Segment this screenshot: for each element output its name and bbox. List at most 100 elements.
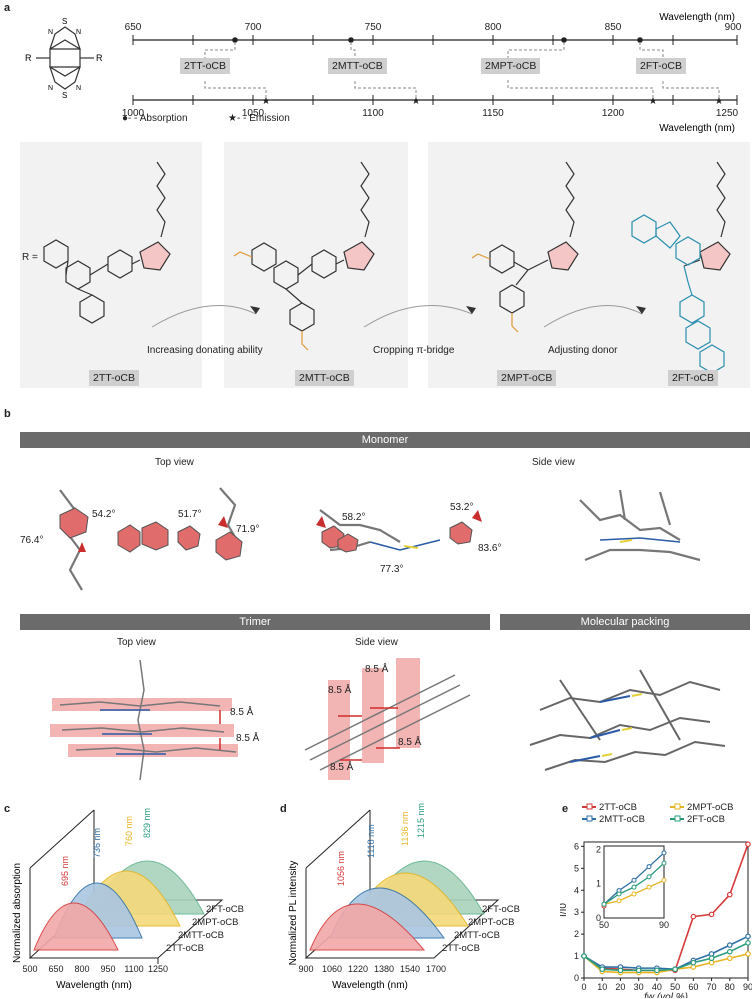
e-xtick-label: 50 xyxy=(670,982,680,992)
d-series-2tt: 2TT-oCB xyxy=(442,943,480,954)
e-inset-ytick: 1 xyxy=(596,879,601,889)
trimer-bar: Trimer xyxy=(20,614,490,630)
top-tick-900: 900 xyxy=(725,22,742,33)
e-ytick-label: 4 xyxy=(574,885,579,895)
e-xlabel: fw (vol %) xyxy=(644,992,688,998)
e-inset-point-2FT-oCB xyxy=(661,860,667,866)
e-inset-point-2FT-oCB xyxy=(646,874,652,880)
arrow-label-donating: Increasing donating ability xyxy=(147,345,263,356)
e-point-2MTT-oCB xyxy=(708,951,715,957)
e-inset-ytick: 0 xyxy=(596,913,601,923)
angle-77-3: 77.3° xyxy=(380,564,404,575)
e-ytick-label: 1 xyxy=(574,951,579,961)
e-xtick-label: 60 xyxy=(688,982,698,992)
e-ytick-label: 5 xyxy=(574,863,579,873)
legend-label-2FT-oCB: 2FT-oCB xyxy=(687,814,725,825)
d-tick-4: 1540 xyxy=(400,964,420,974)
svg-text:N: N xyxy=(76,85,81,92)
c-series-2mtt: 2MTT-oCB xyxy=(178,930,224,941)
e-series-line-2MPT-oCB xyxy=(583,953,749,974)
e-point-2FT-oCB xyxy=(654,967,660,974)
trimer-top-view: Top view xyxy=(117,637,156,648)
angle-76-4: 76.4° xyxy=(20,535,44,546)
top-tick-800: 800 xyxy=(485,22,502,33)
d-peak-1056: 1056 nm xyxy=(336,851,346,886)
dist-trimer-top-1: 8.5 Å xyxy=(230,707,254,718)
e-point-2MPT-oCB xyxy=(745,951,751,957)
d-peak-1136: 1136 nm xyxy=(400,812,410,846)
e-plot-frame xyxy=(583,841,749,979)
e-point-2FT-oCB xyxy=(726,948,733,955)
e-inset-point-2MPT-oCB xyxy=(631,891,637,897)
e-xtick-label: 10 xyxy=(597,982,607,992)
arrow-label-adjusting: Adjusting donor xyxy=(548,345,618,356)
c-peak-829: 829 nm xyxy=(142,808,152,838)
tag-2tt-top: 2TT-oCB xyxy=(180,58,231,74)
tag-2mpt-top: 2MPT-oCB xyxy=(481,58,541,74)
e-inset-point-2MPT-oCB xyxy=(661,877,667,883)
legend-marker-2FT-oCB xyxy=(674,815,681,822)
e-point-2FT-oCB xyxy=(672,966,678,973)
e-ytick-label: 2 xyxy=(574,929,579,939)
d-ylabel: Normalized PL intensity xyxy=(288,861,299,966)
trimer-structures xyxy=(50,658,726,781)
angle-83-6: 83.6° xyxy=(478,543,502,554)
dist-side-3: 8.5 Å xyxy=(398,737,422,748)
pl-chart: 900 1060 1220 1380 1540 1700 Wavelength … xyxy=(288,803,520,991)
top-tick-850: 850 xyxy=(605,22,622,33)
top-axis-unit: Wavelength (nm) xyxy=(659,12,735,23)
c-peak-760: 760 nm xyxy=(124,816,134,846)
e-point-2MPT-oCB xyxy=(726,955,733,962)
e-point-2MTT-oCB xyxy=(745,933,751,940)
top-tick-750: 750 xyxy=(365,22,382,33)
bot-tick-1050: 1050 xyxy=(242,108,265,119)
dist-side-2: 8.5 Å xyxy=(328,685,352,696)
e-inset-point-2MPT-oCB xyxy=(616,898,622,904)
e-xtick-label: 90 xyxy=(743,982,752,992)
panel-a-label: a xyxy=(4,2,11,14)
bot-tick-1150: 1150 xyxy=(482,108,504,119)
trimer-side-view: Side view xyxy=(355,637,398,648)
packing-bar: Molecular packing xyxy=(500,614,750,630)
e-ylabel: I/I0 xyxy=(560,903,569,917)
e-inset-ytick: 2 xyxy=(596,844,601,854)
c-series-2ft: 2FT-oCB xyxy=(206,904,244,915)
monomer-structures xyxy=(59,487,701,591)
d-tick-1: 1060 xyxy=(322,964,342,974)
panel-e-label: e xyxy=(562,803,569,815)
tag-2mtt-top: 2MTT-oCB xyxy=(328,58,387,74)
panel-b-label: b xyxy=(4,408,11,420)
c-tick-4: 1100 xyxy=(124,964,143,974)
e-point-2FT-oCB xyxy=(617,967,624,974)
e-inset-point-2MTT-oCB xyxy=(646,864,652,870)
c-series-2tt: 2TT-oCB xyxy=(166,943,204,954)
e-point-2FT-oCB xyxy=(745,940,751,946)
e-ytick-label: 3 xyxy=(574,907,579,917)
e-series-line-2FT-oCB xyxy=(583,942,749,972)
e-xtick-label: 0 xyxy=(581,982,586,992)
c-tick-3: 950 xyxy=(100,964,115,974)
e-inset-point-2MTT-oCB xyxy=(661,850,667,856)
d-tick-2: 1220 xyxy=(348,964,368,974)
core-r-right: R xyxy=(96,53,103,63)
e-point-2MPT-oCB xyxy=(708,959,715,966)
panel-d-label: d xyxy=(280,803,287,815)
svg-text:★: ★ xyxy=(715,96,724,107)
e-point-2FT-oCB xyxy=(708,955,715,962)
e-inset-point-2MTT-oCB xyxy=(631,877,637,883)
label-2mpt: 2MPT-oCB xyxy=(497,370,557,386)
bot-tick-1100: 1100 xyxy=(362,108,384,119)
e-xtick-label: 30 xyxy=(634,982,644,992)
angle-58-2: 58.2° xyxy=(342,512,366,523)
e-point-2FT-oCB xyxy=(599,966,606,973)
label-2mtt: 2MTT-oCB xyxy=(295,370,354,386)
label-2ft: 2FT-oCB xyxy=(668,370,719,386)
svg-text:S: S xyxy=(62,17,67,26)
e-point-2TT-oCB xyxy=(745,841,751,847)
wavelength-scale: 650 700 750 800 850 900 1000 1050 1100 1… xyxy=(122,12,742,133)
e-point-2FT-oCB xyxy=(581,953,587,959)
svg-text:N: N xyxy=(76,29,81,36)
r-equals: R = xyxy=(22,252,38,263)
molecules xyxy=(43,161,731,374)
